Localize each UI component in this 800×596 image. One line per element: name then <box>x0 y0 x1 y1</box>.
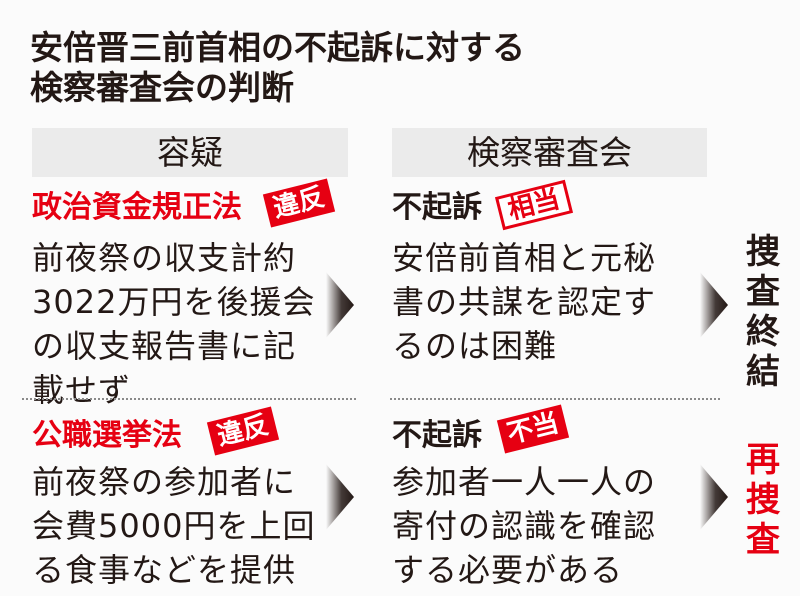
outcome-reinvestigation: 再 捜 査 <box>746 440 780 560</box>
column-header-review: 検察審査会 <box>392 128 707 177</box>
review-description-1: 安倍前首相と元秘 書の共謀を認定す るのは困難 <box>392 239 657 365</box>
appropriate-stamp: 相当 <box>494 179 574 231</box>
charge-law-1: 政治資金規正法 <box>32 190 242 225</box>
arrow-right-icon <box>700 272 728 338</box>
violation-stamp-1: 違反 <box>262 178 336 228</box>
outcome-investigation-closed: 捜 査 終 結 <box>746 232 780 392</box>
review-description-2: 参加者一人一人の 寄付の認識を確認 する必要がある <box>392 463 657 589</box>
review-decision-2: 不起訴 <box>392 418 482 453</box>
title-line-1: 安倍晋三前首相の不起訴に対する <box>30 28 525 67</box>
arrow-right-icon <box>326 272 354 338</box>
column-header-charge: 容疑 <box>32 128 348 177</box>
row-divider-right <box>390 398 720 400</box>
inappropriate-stamp: 不当 <box>496 404 570 454</box>
title-line-2: 検察審査会の判断 <box>30 68 294 107</box>
arrow-right-icon <box>326 464 354 530</box>
charge-description-2: 前夜祭の参加者に 会費5000円を上回 る食事などを提供 <box>32 463 316 589</box>
arrow-right-icon <box>700 464 728 530</box>
charge-law-2: 公職選挙法 <box>32 418 182 453</box>
page-title: 安倍晋三前首相の不起訴に対する 検察審査会の判断 <box>30 28 525 108</box>
row-divider-left <box>22 398 356 400</box>
charge-description-1: 前夜祭の収支計約 3022万円を後援会 の収支報告書に記 載せず <box>32 239 316 409</box>
violation-stamp-2: 違反 <box>206 406 280 456</box>
review-decision-1: 不起訴 <box>392 190 482 225</box>
